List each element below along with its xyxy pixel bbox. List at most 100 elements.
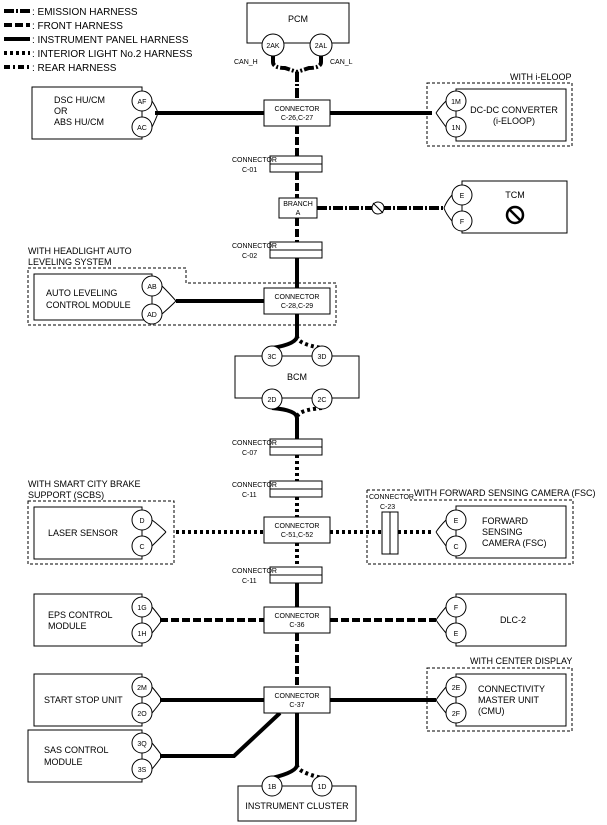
eps-label1: EPS CONTROL [48,610,113,620]
pcm-pin-2al [309,33,333,57]
connector-c26-label1: CONNECTOR [275,106,320,113]
eps-box [33,593,143,647]
cluster-pin-1b-label: 1B [268,784,277,791]
fsc-label3: CAMERA (FSC) [482,538,547,548]
bcm-pin-2c-label: 2C [318,397,327,404]
dcdc-pin-join [435,100,447,128]
bcm-pin-3d-label: 3D [318,354,327,361]
pcm-label: PCM [288,14,308,24]
connector-c11-lower: CONNECTOR C-11 [232,566,323,585]
laser-pin-d-label: D [139,518,144,525]
bcm-pin-3d [311,345,333,367]
connector-c01-label2: C-01 [242,167,257,174]
tcm-pin-e-label: E [460,193,465,200]
legend-label-instrument-panel: : INSTRUMENT PANEL HARNESS [32,35,189,46]
connector-c23-label1: CONNECTOR [369,494,414,501]
auto-leveling-pin-join [161,285,177,315]
cluster-pin-1d-label: 1D [318,784,327,791]
cmu-label1: CONNECTIVITY [478,684,545,694]
cluster-pin-1d [311,775,333,797]
sas-label2: MODULE [44,757,83,767]
legend-label-interior-light: : INTERIOR LIGHT No.2 HARNESS [32,49,193,60]
dlc-pin-join [435,606,447,634]
sas-pin-3s [131,758,153,780]
dsc-pin-join [151,100,159,128]
can-h-label: CAN_H [234,59,258,66]
legend-label-rear: : REAR HARNESS [32,63,117,74]
tcm-pin-f [451,210,473,232]
eps-pin-1g-label: 1G [137,605,146,612]
bcm-label: BCM [287,372,307,382]
connector-c36-label2: C-36 [289,622,304,629]
connector-c37-label2: C-37 [289,702,304,709]
bcm-box [234,355,360,399]
pcm-pin-2al-label: 2AL [315,43,328,50]
fsc-pin-c-label: C [453,544,458,551]
cluster-left-wire [271,764,299,780]
pcm-pin-2ak [261,33,285,57]
laser-pin-join [151,519,167,547]
dcdc-label1: DC-DC CONVERTER [470,105,558,115]
dsc-label2: OR [54,106,68,116]
sas-box [27,729,143,783]
cmu-label3: (CMU) [478,706,505,716]
cmu-pin-2e-label: 2E [452,685,461,692]
dsc-pin-ac-label: AC [137,125,147,132]
pcm-box [246,2,350,44]
dlc-pin-f-label: F [454,605,458,612]
sas-pin-3s-label: 3S [138,767,147,774]
connector-c37-box [263,686,331,714]
fsc-pin-c [445,535,467,557]
cmu-box [455,673,567,727]
dcdc-module: WITH i-ELOOP DC-DC CONVERTER (i-ELOOP) 1… [426,72,573,147]
connector-c28-label1: CONNECTOR [275,294,320,301]
dcdc-pin-1n-label: 1N [452,125,461,132]
fsc-label2: SENSING [482,527,523,537]
sas-pin-3q-label: 3Q [137,741,147,748]
scbs-option-label2: SUPPORT (SCBS) [28,490,104,500]
sas-label1: SAS CONTROL [44,745,109,755]
sas-pin-3q [131,732,153,754]
dsc-pin-ac [131,116,153,138]
fsc-box [455,505,567,559]
instrument-cluster-module: INSTRUMENT CLUSTER 1B 1D [237,764,357,822]
tcm-pin-f-label: F [460,219,464,226]
tcm-pin-e [451,184,473,206]
eps-pin-1g [131,596,153,618]
prohibited-icon-slash [509,209,521,221]
auto-leveling-label1: AUTO LEVELING [46,288,117,298]
connector-c23-label2: C-23 [380,504,395,511]
auto-leveling-label2: CONTROL MODULE [46,300,131,310]
c37-section: START STOP UNIT 2M 2O CONNECTOR C-37 WIT… [27,656,573,783]
cmu-pin-2f [445,702,467,724]
cluster-right-wire [295,764,323,780]
laser-pin-d [131,509,153,531]
connector-c02-label2: C-02 [242,253,257,260]
connector-c01: CONNECTOR C-01 [232,155,323,174]
dlc-pin-e [445,622,467,644]
dcdc-pin-1m-label: 1M [451,99,461,106]
legend-label-front: : FRONT HARNESS [32,21,123,32]
dcdc-pin-1m [445,90,467,112]
eps-pin-1h [131,622,153,644]
cmu-label2: MASTER UNIT [478,695,540,705]
tcm-label: TCM [505,190,525,200]
laser-pin-c [131,535,153,557]
branch-a-label2: A [296,210,301,217]
bcm-pin-3c-label: 3C [268,354,277,361]
dlc-pin-e-label: E [454,631,459,638]
dsc-module: DSC HU/CM OR ABS HU/CM AF AC [31,86,159,140]
legend-label-emission: : EMISSION HARNESS [32,7,138,18]
fsc-option-label: WITH FORWARD SENSING CAMERA (FSC) [414,488,596,498]
start-stop-label: START STOP UNIT [44,695,123,705]
connector-c11-lower-label2: C-11 [242,578,257,585]
scbs-section: WITH SMART CITY BRAKE SUPPORT (SCBS) LAS… [27,479,596,565]
connector-c28-label2: C-28,C-29 [281,303,313,310]
dlc-pin-f [445,596,467,618]
can-l-label: CAN_L [330,59,353,66]
wire-sas [160,711,282,758]
cmu-pin-2e [445,676,467,698]
connector-c07-label1: CONNECTOR [232,440,277,447]
